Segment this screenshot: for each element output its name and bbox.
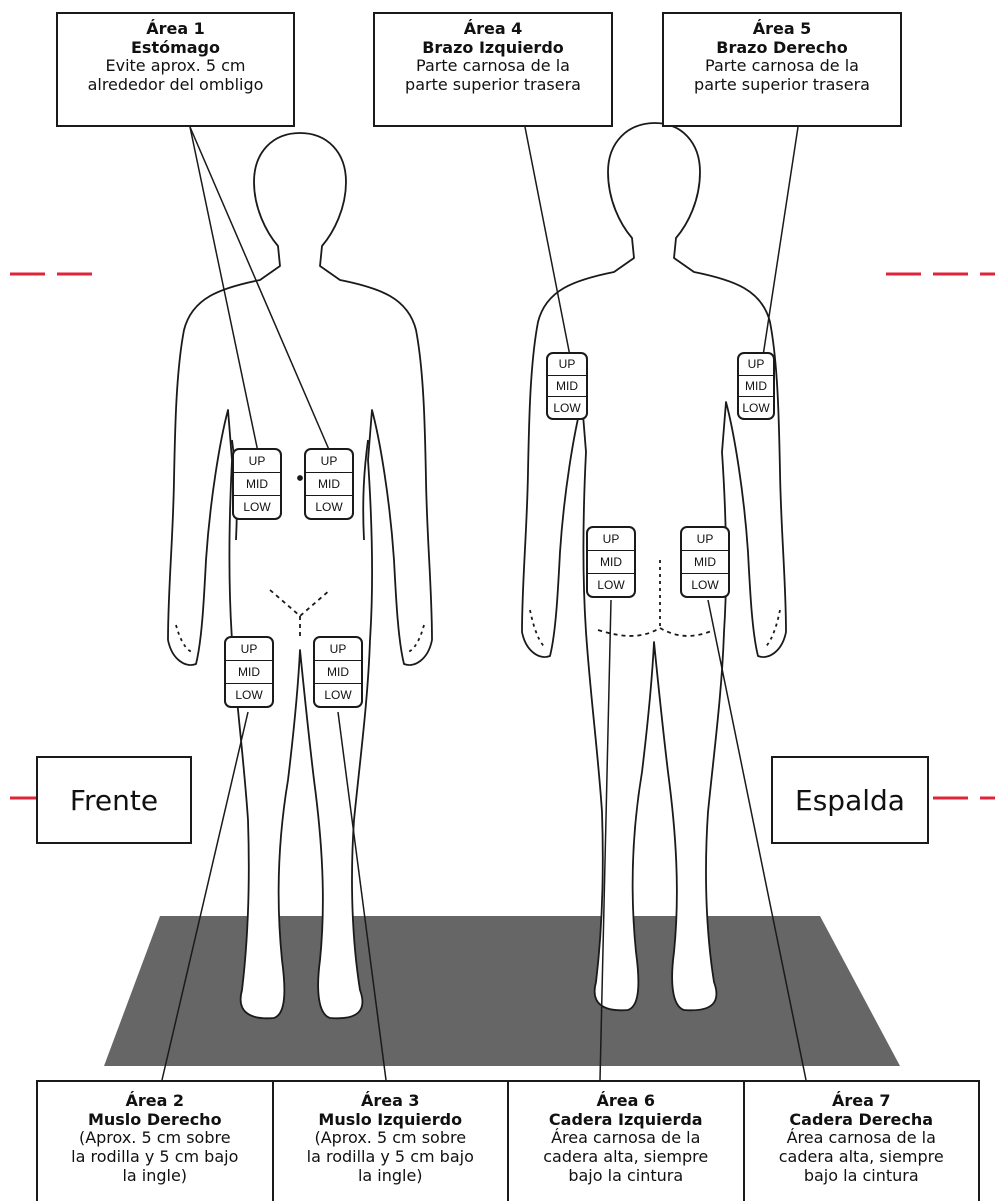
- site-up: UP: [315, 638, 361, 660]
- area-7-callout: Área 7 Cadera Derecha Área carnosa de la…: [743, 1082, 979, 1201]
- area-7-title: Área 7: [745, 1092, 979, 1111]
- cut-marks: [10, 274, 995, 798]
- site-low: LOW: [739, 396, 773, 418]
- site-up: UP: [548, 354, 586, 375]
- area-2-callout: Área 2 Muslo Derecho (Aprox. 5 cm sobre …: [38, 1082, 272, 1201]
- area-4-title: Área 4: [375, 20, 611, 39]
- area-2-name: Muslo Derecho: [38, 1111, 272, 1130]
- back-figure: [522, 123, 786, 1010]
- area-7-desc-3: bajo la cintura: [745, 1167, 979, 1186]
- area-2-desc-2: la rodilla y 5 cm bajo: [38, 1148, 272, 1167]
- site-low: LOW: [234, 495, 280, 518]
- area-4-callout: Área 4 Brazo Izquierdo Parte carnosa de …: [373, 12, 613, 127]
- area-7-desc-2: cadera alta, siempre: [745, 1148, 979, 1167]
- area-3-name: Muslo Izquierdo: [274, 1111, 508, 1130]
- site-area-4: UP MID LOW: [546, 352, 588, 420]
- area-3-desc-3: la ingle): [274, 1167, 508, 1186]
- site-low: LOW: [548, 396, 586, 418]
- area-6-title: Área 6: [509, 1092, 743, 1111]
- area-3-callout: Área 3 Muslo Izquierdo (Aprox. 5 cm sobr…: [272, 1082, 508, 1201]
- area-1-desc-2: alrededor del ombligo: [58, 76, 293, 95]
- site-area-1-left: UP MID LOW: [232, 448, 282, 520]
- area-2-title: Área 2: [38, 1092, 272, 1111]
- site-up: UP: [306, 450, 352, 472]
- site-mid: MID: [739, 375, 773, 397]
- area-5-desc-2: parte superior trasera: [664, 76, 900, 95]
- area-2-desc-1: (Aprox. 5 cm sobre: [38, 1129, 272, 1148]
- site-mid: MID: [234, 472, 280, 495]
- site-low: LOW: [682, 573, 728, 596]
- site-mid: MID: [548, 375, 586, 397]
- site-up: UP: [739, 354, 773, 375]
- area-3-desc-2: la rodilla y 5 cm bajo: [274, 1148, 508, 1167]
- back-label: Espalda: [771, 756, 929, 844]
- area-7-name: Cadera Derecha: [745, 1111, 979, 1130]
- area-3-title: Área 3: [274, 1092, 508, 1111]
- site-low: LOW: [588, 573, 634, 596]
- site-up: UP: [682, 528, 728, 550]
- area-5-desc-1: Parte carnosa de la: [664, 57, 900, 76]
- site-area-6: UP MID LOW: [586, 526, 636, 598]
- area-6-desc-2: cadera alta, siempre: [509, 1148, 743, 1167]
- site-low: LOW: [306, 495, 352, 518]
- site-area-5: UP MID LOW: [737, 352, 775, 420]
- area-3-desc-1: (Aprox. 5 cm sobre: [274, 1129, 508, 1148]
- bottom-callouts: Área 2 Muslo Derecho (Aprox. 5 cm sobre …: [36, 1080, 980, 1201]
- site-up: UP: [226, 638, 272, 660]
- site-area-7: UP MID LOW: [680, 526, 730, 598]
- area-4-name: Brazo Izquierdo: [375, 39, 611, 58]
- area-6-callout: Área 6 Cadera Izquierda Área carnosa de …: [507, 1082, 743, 1201]
- site-area-1-right: UP MID LOW: [304, 448, 354, 520]
- area-1-title: Área 1: [58, 20, 293, 39]
- area-4-desc-2: parte superior trasera: [375, 76, 611, 95]
- area-4-desc-1: Parte carnosa de la: [375, 57, 611, 76]
- site-low: LOW: [315, 683, 361, 706]
- site-mid: MID: [226, 660, 272, 683]
- front-label: Frente: [36, 756, 192, 844]
- site-area-3: UP MID LOW: [313, 636, 363, 708]
- site-up: UP: [588, 528, 634, 550]
- site-up: UP: [234, 450, 280, 472]
- site-low: LOW: [226, 683, 272, 706]
- floor-mat: [104, 916, 900, 1066]
- area-2-desc-3: la ingle): [38, 1167, 272, 1186]
- site-mid: MID: [682, 550, 728, 573]
- area-5-title: Área 5: [664, 20, 900, 39]
- area-5-name: Brazo Derecho: [664, 39, 900, 58]
- site-mid: MID: [315, 660, 361, 683]
- site-mid: MID: [588, 550, 634, 573]
- area-7-desc-1: Área carnosa de la: [745, 1129, 979, 1148]
- site-area-2: UP MID LOW: [224, 636, 274, 708]
- area-1-desc-1: Evite aprox. 5 cm: [58, 57, 293, 76]
- area-6-desc-3: bajo la cintura: [509, 1167, 743, 1186]
- area-6-desc-1: Área carnosa de la: [509, 1129, 743, 1148]
- area-1-callout: Área 1 Estómago Evite aprox. 5 cm alrede…: [56, 12, 295, 127]
- area-6-name: Cadera Izquierda: [509, 1111, 743, 1130]
- site-mid: MID: [306, 472, 352, 495]
- area-1-name: Estómago: [58, 39, 293, 58]
- area-5-callout: Área 5 Brazo Derecho Parte carnosa de la…: [662, 12, 902, 127]
